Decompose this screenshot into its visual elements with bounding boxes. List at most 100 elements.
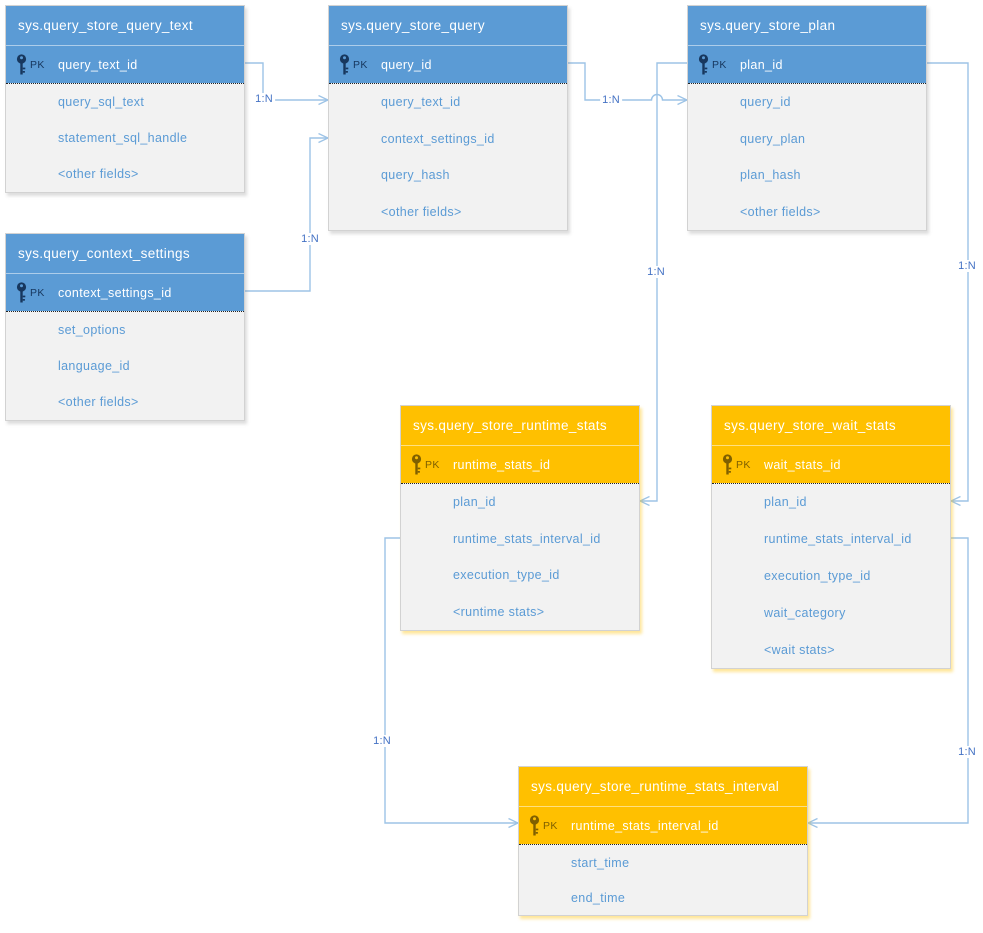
field-name: <wait stats> xyxy=(764,642,835,657)
pk-field-name: runtime_stats_interval_id xyxy=(571,818,719,833)
relationship-connector xyxy=(245,138,328,292)
pk-tag: PK xyxy=(353,58,368,71)
field-row: start_time xyxy=(519,845,807,880)
field-row: query_plan xyxy=(688,121,926,158)
field-name: <other fields> xyxy=(58,395,139,409)
cardinality-label: 1:N xyxy=(371,735,393,747)
field-row: runtime_stats_interval_id xyxy=(712,521,950,558)
entity-query-store-plan[interactable]: sys.query_store_plan PK plan_id query_id… xyxy=(687,5,927,231)
entity-title: sys.query_store_wait_stats xyxy=(724,418,896,433)
pk-field-name: context_settings_id xyxy=(58,285,172,300)
entity-field-list: plan_id runtime_stats_interval_id executio… xyxy=(401,483,639,630)
field-name: execution_type_id xyxy=(453,568,560,583)
entity-title: sys.query_context_settings xyxy=(18,246,190,261)
field-row: end_time xyxy=(519,880,807,915)
field-name: runtime_stats_interval_id xyxy=(453,531,601,546)
pk-tag: PK xyxy=(30,286,45,299)
primary-key-icon xyxy=(698,53,710,76)
field-row: context_settings_id xyxy=(329,121,567,158)
field-row: wait_category xyxy=(712,594,950,631)
entity-title-bar: sys.query_store_wait_stats xyxy=(712,406,950,445)
field-name: end_time xyxy=(571,890,626,905)
primary-key-row: PK runtime_stats_id xyxy=(401,445,639,483)
field-row: <wait stats> xyxy=(712,631,950,668)
pk-tag: PK xyxy=(30,58,45,71)
pk-field-name: runtime_stats_id xyxy=(453,457,551,472)
field-name: query_plan xyxy=(740,131,806,146)
field-name: execution_type_id xyxy=(764,568,871,583)
field-name: plan_id xyxy=(764,495,807,510)
entity-title-bar: sys.query_store_plan xyxy=(688,6,926,45)
entity-query-store-runtime-stats-interval[interactable]: sys.query_store_runtime_stats_interval P… xyxy=(518,766,808,916)
entity-field-list: start_time end_time xyxy=(519,844,807,915)
field-row: set_options xyxy=(6,312,244,348)
pk-tag: PK xyxy=(425,458,440,471)
field-name: plan_hash xyxy=(740,168,801,183)
cardinality-label: 1:N xyxy=(956,746,978,758)
primary-key-row: PK query_text_id xyxy=(6,45,244,83)
primary-key-row: PK runtime_stats_interval_id xyxy=(519,806,807,844)
field-name: query_sql_text xyxy=(58,95,145,109)
field-name: runtime_stats_interval_id xyxy=(764,532,912,547)
field-name: context_settings_id xyxy=(381,131,495,146)
pk-field-name: query_text_id xyxy=(58,57,138,72)
field-row: <other fields> xyxy=(6,384,244,420)
field-name: <other fields> xyxy=(740,204,821,219)
field-row: plan_id xyxy=(712,484,950,521)
primary-key-icon xyxy=(411,453,423,476)
field-name: <other fields> xyxy=(58,167,139,181)
field-name: query_hash xyxy=(381,168,450,183)
field-name: set_options xyxy=(58,323,126,337)
field-name: wait_category xyxy=(764,605,846,620)
field-name: statement_sql_handle xyxy=(58,131,188,145)
field-name: start_time xyxy=(571,855,630,870)
pk-tag: PK xyxy=(543,819,558,832)
entity-field-list: query_sql_text statement_sql_handle <other… xyxy=(6,83,244,192)
cardinality-label: 1:N xyxy=(600,94,622,106)
primary-key-row: PK query_id xyxy=(329,45,567,83)
pk-field-name: wait_stats_id xyxy=(764,457,841,472)
cardinality-label: 1:N xyxy=(645,266,667,278)
field-row: query_hash xyxy=(329,157,567,194)
primary-key-icon xyxy=(16,281,28,304)
field-name: query_id xyxy=(740,95,791,110)
relationship-connector xyxy=(568,62,687,100)
pk-tag: PK xyxy=(736,458,751,471)
entity-title-bar: sys.query_context_settings xyxy=(6,234,244,273)
primary-key-icon xyxy=(339,53,351,76)
entity-title-bar: sys.query_store_query_text xyxy=(6,6,244,45)
field-row: language_id xyxy=(6,348,244,384)
field-row: <other fields> xyxy=(329,194,567,231)
field-row: <other fields> xyxy=(688,194,926,231)
field-row: statement_sql_handle xyxy=(6,120,244,156)
field-name: language_id xyxy=(58,359,130,373)
cardinality-label: 1:N xyxy=(253,93,275,105)
pk-field-name: query_id xyxy=(381,57,432,72)
entity-title: sys.query_store_runtime_stats xyxy=(413,418,607,433)
field-row: plan_hash xyxy=(688,157,926,194)
entity-query-context-settings[interactable]: sys.query_context_settings PK context_se… xyxy=(5,233,245,421)
field-row: execution_type_id xyxy=(401,557,639,594)
field-row: plan_id xyxy=(401,484,639,521)
entity-title: sys.query_store_plan xyxy=(700,18,836,33)
field-row: <other fields> xyxy=(6,156,244,192)
field-row: query_id xyxy=(688,84,926,121)
pk-tag: PK xyxy=(712,58,727,71)
field-row: query_sql_text xyxy=(6,84,244,120)
entity-field-list: query_id query_plan plan_hash <other fields… xyxy=(688,83,926,230)
entity-title-bar: sys.query_store_query xyxy=(329,6,567,45)
field-row: runtime_stats_interval_id xyxy=(401,521,639,558)
field-name: <runtime stats> xyxy=(453,604,545,619)
entity-query-store-wait-stats[interactable]: sys.query_store_wait_stats PK wait_stats… xyxy=(711,405,951,669)
field-row: <runtime stats> xyxy=(401,594,639,631)
field-name: <other fields> xyxy=(381,204,462,219)
entity-query-store-query-text[interactable]: sys.query_store_query_text PK query_text… xyxy=(5,5,245,193)
entity-field-list: plan_id runtime_stats_interval_id executio… xyxy=(712,483,950,668)
entity-field-list: set_options language_id <other fields> xyxy=(6,311,244,420)
entity-query-store-runtime-stats[interactable]: sys.query_store_runtime_stats PK runtime… xyxy=(400,405,640,631)
field-row: execution_type_id xyxy=(712,558,950,595)
entity-query-store-query[interactable]: sys.query_store_query PK query_id query_… xyxy=(328,5,568,231)
pk-field-name: plan_id xyxy=(740,57,783,72)
primary-key-icon xyxy=(16,53,28,76)
